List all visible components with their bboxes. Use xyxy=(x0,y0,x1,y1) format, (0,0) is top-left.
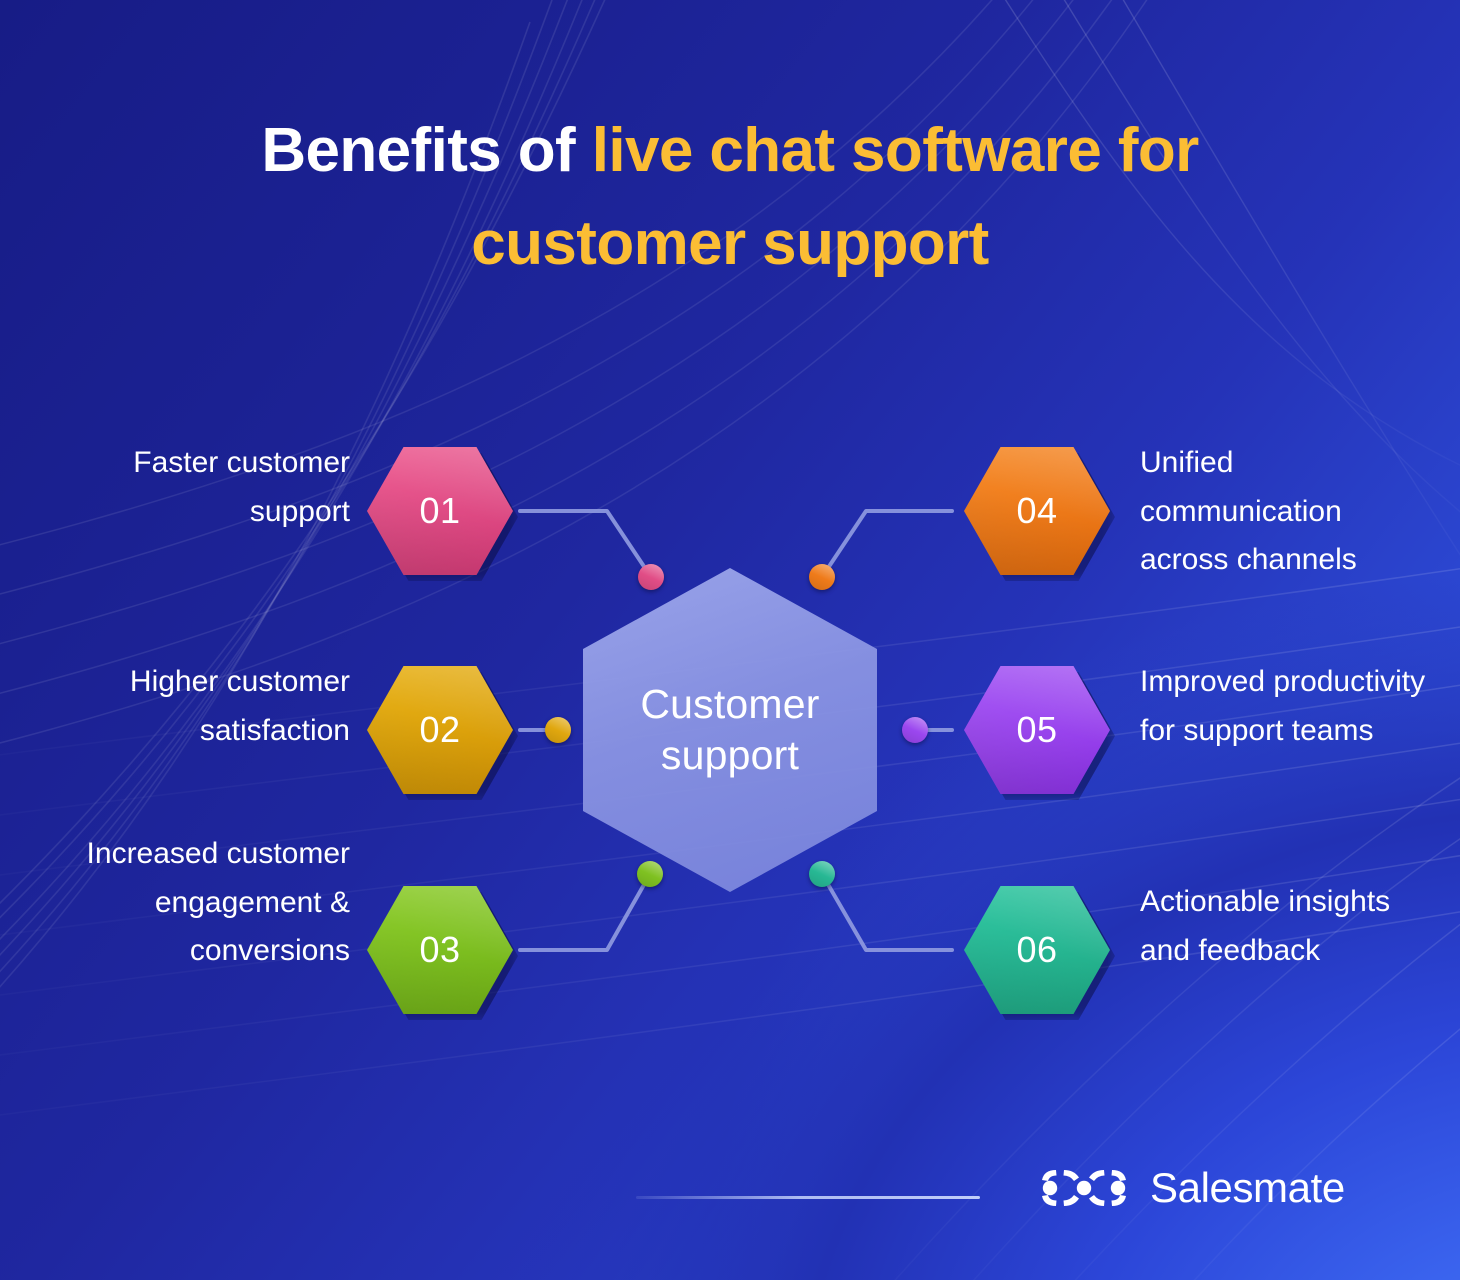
page-title: Benefits of live chat software for custo… xyxy=(0,104,1460,290)
caption-05: Improved productivity for support teams xyxy=(1140,665,1426,747)
hexagon-05-number: 05 xyxy=(1016,709,1058,750)
node-dot-05 xyxy=(902,717,928,743)
connector-line-03 xyxy=(518,872,652,952)
hexagon-02-number: 02 xyxy=(419,709,461,750)
hexagon-04-number: 04 xyxy=(1016,490,1058,531)
node-dot-01 xyxy=(638,564,664,590)
center-label-line-2: support xyxy=(660,732,800,778)
hexagon-diagram: Customer support 01 Faster customer supp… xyxy=(0,400,1460,1060)
salesmate-link-icon xyxy=(1042,1170,1126,1206)
footer-divider xyxy=(636,1196,980,1199)
caption-02: Higher customer satisfaction xyxy=(129,665,350,747)
brand-name: Salesmate xyxy=(1150,1164,1345,1211)
caption-06: Actionable insights and feedback xyxy=(1140,885,1391,967)
center-label-line-1: Customer xyxy=(640,681,820,728)
title-plain-part: Benefits of xyxy=(261,116,592,185)
caption-01: Faster customer support xyxy=(133,446,350,528)
center-hexagon: Customer support xyxy=(583,568,877,892)
hexagon-06-number: 06 xyxy=(1016,929,1058,970)
brand-lockup: Salesmate xyxy=(1038,1164,1345,1212)
node-dot-04 xyxy=(809,564,835,590)
hexagon-01-number: 01 xyxy=(419,490,461,531)
title-accent-part: live chat software for xyxy=(591,116,1200,185)
connector-line-06 xyxy=(820,872,954,952)
connector-line-04 xyxy=(820,509,954,579)
node-dot-02 xyxy=(545,717,571,743)
node-dot-06 xyxy=(809,861,835,887)
connector-line-01 xyxy=(518,509,653,579)
center-hexagon-label: Customer support xyxy=(640,679,819,781)
caption-04: Unified communication across channels xyxy=(1140,446,1357,577)
title-line-2: customer support xyxy=(471,209,989,278)
node-dot-03 xyxy=(637,861,663,887)
title-line-1: Benefits of live chat software for xyxy=(90,104,1370,197)
hexagon-03-number: 03 xyxy=(419,929,461,970)
caption-03: Increased customer engagement & conversi… xyxy=(86,837,350,968)
